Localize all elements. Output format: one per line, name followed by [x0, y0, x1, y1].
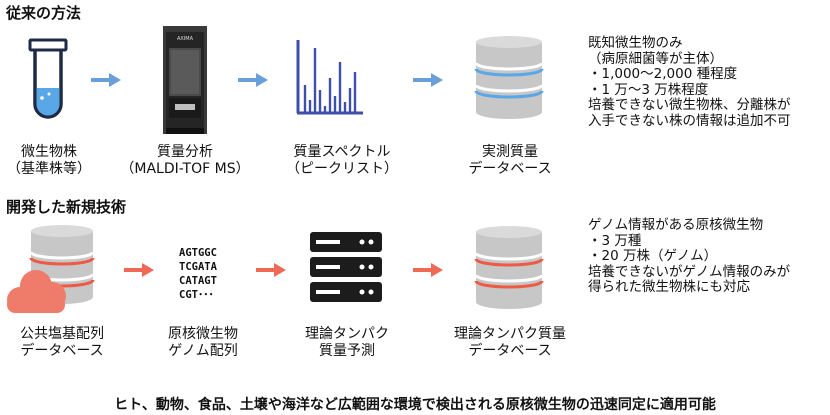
test-tube-icon [28, 38, 68, 119]
label-mass-spectrometry: 質量分析 （MALDI-TOF MS） [110, 144, 260, 178]
label-measured-mass-db: 実測質量 データベース [450, 144, 570, 178]
arrow-conventional-2 [238, 73, 268, 87]
label-line2: ゲノム配列 [168, 343, 238, 359]
label-line2: （基準株等） [7, 161, 91, 177]
label-line1: 実測質量 [482, 144, 538, 160]
spectrum-chart-icon [296, 40, 363, 115]
label-line2: 質量予測 [319, 343, 375, 359]
label-line1: 理論タンパク質量 [454, 326, 566, 342]
sequence-line: CATAGT [179, 275, 217, 287]
section-title-new: 開発した新規技術 [6, 198, 127, 216]
label-line2: （ピークリスト） [286, 161, 398, 177]
sequence-line: TCGATA [179, 261, 217, 273]
database-icon-blue [474, 36, 544, 119]
note-line: 入手できない株の情報は追加不可 [588, 112, 791, 129]
label-protein-mass-prediction: 理論タンパク 質量予測 [288, 326, 406, 360]
note-line: （病原細菌等が主体） [588, 50, 723, 67]
label-line1: 質量分析 [157, 144, 213, 160]
note-line: 培養できないがゲノム情報のみが [588, 263, 791, 280]
note-line: 既知微生物のみ [588, 35, 683, 51]
section-title-conventional: 従来の方法 [6, 4, 82, 22]
sequence-line: CGT･･･ [179, 289, 214, 301]
label-public-sequence-db: 公共塩基配列 データベース [2, 326, 122, 360]
label-line2: データベース [468, 161, 552, 177]
note-line: ゲノム情報がある原核微生物 [588, 217, 764, 233]
label-theoretical-mass-db: 理論タンパク質量 データベース [440, 326, 580, 360]
note-line: ・1,000～2,000 種程度 [588, 66, 738, 82]
label-line1: 微生物株 [21, 144, 77, 160]
arrow-conventional-1 [91, 73, 121, 87]
database-icon-red [474, 226, 544, 309]
note-line: 培養できない微生物株、分離株が [588, 97, 791, 113]
label-line2: （MALDI-TOF MS） [120, 161, 250, 177]
label-line2: データベース [20, 343, 104, 359]
instrument-brand: AXIMA [176, 36, 194, 42]
arrow-conventional-3 [413, 73, 443, 87]
note-line: 得られた微生物株にも対応 [588, 279, 750, 295]
label-line2: データベース [468, 343, 552, 359]
note-line: ・1 万～3 万株程度 [588, 81, 709, 98]
genome-sequence-snippet: AGTGGC TCGATA CATAGT CGT･･･ [179, 246, 217, 302]
label-line1: 質量スペクトル [293, 144, 391, 160]
arrow-new-2 [256, 263, 286, 277]
label-genome-sequence: 原核微生物 ゲノム配列 [148, 326, 258, 360]
sequence-line: AGTGGC [179, 247, 217, 259]
note-line: ・20 万株（ゲノム） [588, 248, 718, 264]
server-icon [310, 232, 382, 302]
label-microbe-strain: 微生物株 （基準株等） [0, 144, 98, 178]
arrow-new-3 [413, 263, 443, 277]
label-line1: 原核微生物 [168, 326, 238, 342]
label-line1: 理論タンパク [305, 326, 389, 342]
notes-new: ゲノム情報がある原核微生物 ・3 万種 ・20 万株（ゲノム） 培養できないがゲ… [588, 217, 791, 296]
label-line1: 公共塩基配列 [20, 326, 104, 342]
cloud-icon [7, 270, 66, 313]
note-line: ・3 万種 [588, 232, 642, 249]
arrow-new-1 [124, 263, 154, 277]
database-cloud-icon [7, 225, 95, 313]
notes-conventional: 既知微生物のみ （病原細菌等が主体） ・1,000～2,000 種程度 ・1 万… [588, 35, 791, 129]
footer-summary: ヒト、動物、食品、土壌や海洋など広範囲な環境で検出される原核微生物の迅速同定に適… [114, 397, 716, 413]
mass-spectrometer-image: AXIMA [163, 26, 207, 134]
label-mass-spectrum: 質量スペクトル （ピークリスト） [272, 144, 412, 178]
